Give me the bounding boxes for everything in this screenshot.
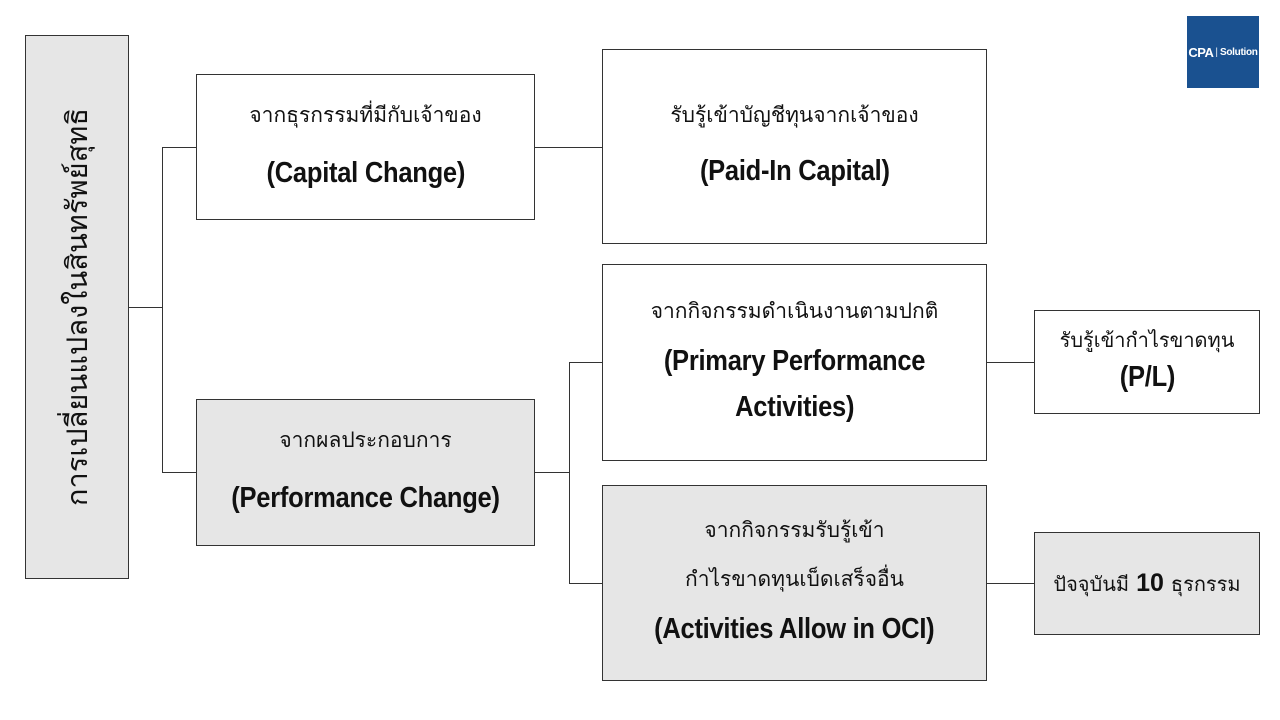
primary-performance-english-2: Activities) bbox=[734, 391, 855, 424]
primary-performance-english-1: (Primary Performance bbox=[663, 345, 926, 378]
logo-brand: CPA bbox=[1188, 44, 1214, 60]
oci-thai-2: กำไรขาดทุนเบ็ดเสร็จอื่น bbox=[684, 567, 905, 592]
connector-to-oci bbox=[569, 583, 602, 584]
connector-capital-paidin bbox=[535, 147, 602, 148]
connector-root-trunk bbox=[162, 147, 163, 472]
connector-performance bbox=[535, 472, 569, 473]
connector-to-primary bbox=[569, 362, 602, 363]
oci-activities-node: จากกิจกรรมรับรู้เข้า กำไรขาดทุนเบ็ดเสร็จ… bbox=[602, 485, 987, 681]
connector-primary-pl bbox=[987, 362, 1034, 363]
pl-node: รับรู้เข้ากำไรขาดทุน (P/L) bbox=[1034, 310, 1260, 414]
oci-english: (Activities Allow in OCI) bbox=[654, 613, 935, 646]
logo-sub: Solution bbox=[1220, 46, 1258, 58]
connector-to-capital bbox=[162, 147, 196, 148]
transaction-count-node: ปัจจุบันมี 10 ธุรกรรม bbox=[1034, 532, 1260, 635]
oci-thai-1: จากกิจกรรมรับรู้เข้า bbox=[704, 517, 885, 542]
count-suffix: ธุรกรรม bbox=[1170, 571, 1241, 596]
connector-oci-count bbox=[987, 583, 1034, 584]
capital-change-english: (Capital Change) bbox=[266, 156, 465, 189]
capital-change-thai: จากธุรกรรมที่มีกับเจ้าของ bbox=[249, 102, 482, 127]
connector-performance-trunk bbox=[569, 362, 570, 583]
paid-in-capital-node: รับรู้เข้าบัญชีทุนจากเจ้าของ (Paid-In Ca… bbox=[602, 49, 987, 244]
connector-root bbox=[129, 307, 162, 308]
capital-change-node: จากธุรกรรมที่มีกับเจ้าของ (Capital Chang… bbox=[196, 74, 535, 220]
primary-performance-thai: จากกิจกรรมดำเนินงานตามปกติ bbox=[650, 299, 939, 324]
pl-english: (P/L) bbox=[1119, 361, 1175, 394]
performance-change-node: จากผลประกอบการ (Performance Change) bbox=[196, 399, 535, 546]
primary-performance-node: จากกิจกรรมดำเนินงานตามปกติ (Primary Perf… bbox=[602, 264, 987, 461]
count-number: 10 bbox=[1136, 569, 1164, 597]
count-prefix: ปัจจุบันมี bbox=[1053, 571, 1130, 596]
root-node-label: การเปลี่ยนแปลงในสินทรัพย์สุทธิ bbox=[60, 107, 94, 507]
connector-to-performance bbox=[162, 472, 196, 473]
paid-in-capital-english: (Paid-In Capital) bbox=[699, 155, 890, 188]
cpa-solution-logo: CPA | Solution bbox=[1187, 16, 1259, 88]
performance-change-english: (Performance Change) bbox=[231, 482, 500, 515]
root-node bbox=[25, 35, 129, 579]
performance-change-thai: จากผลประกอบการ bbox=[279, 428, 452, 452]
pl-thai: รับรู้เข้ากำไรขาดทุน bbox=[1059, 328, 1235, 353]
paid-in-capital-thai: รับรู้เข้าบัญชีทุนจากเจ้าของ bbox=[670, 103, 919, 127]
